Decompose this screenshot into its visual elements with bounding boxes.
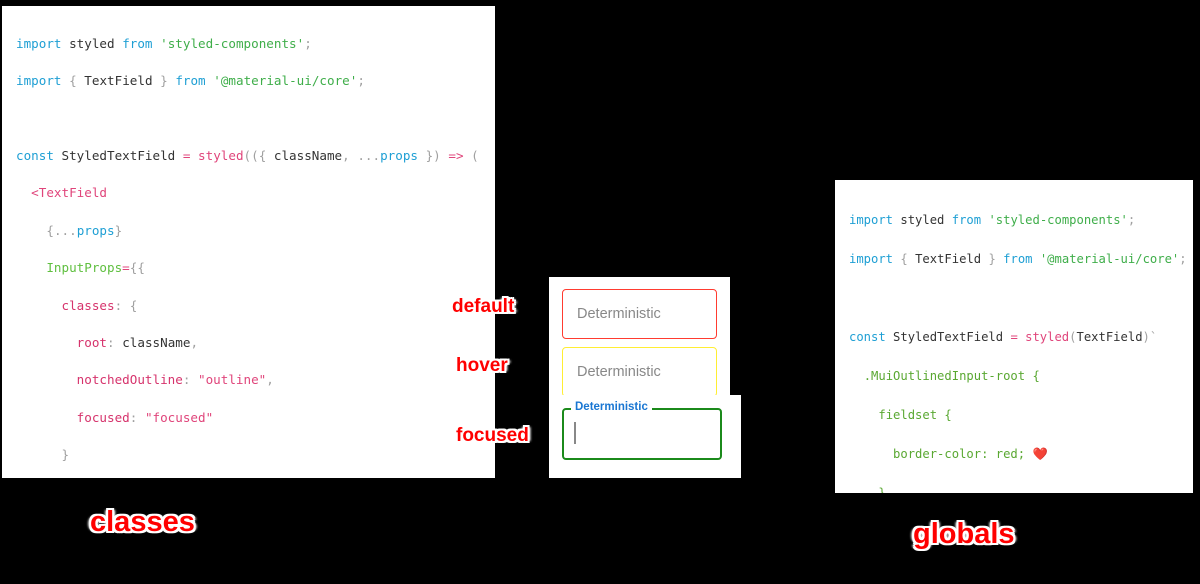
annotation-focused: focused [456,425,529,446]
code-line: focused: "focused" [76,409,214,425]
text-cursor-icon [574,422,576,444]
code-line: import styled from 'styled-components'; [16,35,312,51]
code-line [849,289,1185,309]
code-line: InputProps={{ [46,260,145,276]
code-line: fieldset { [878,407,952,422]
code-panel-classes: import styled from 'styled-components'; … [2,6,495,478]
code-line: import styled from 'styled-components'; [849,212,1136,227]
textfield-focused-outline [562,408,722,460]
code-panel-globals: import styled from 'styled-components'; … [835,180,1193,493]
code-line: {...props} [46,222,123,238]
code-line: } [878,485,886,494]
code-line: import { TextField } from '@material-ui/… [849,251,1187,266]
code-line: <TextField [31,185,107,201]
annotation-default: default [452,296,515,317]
code-line: border-color: red; ❤️ [893,446,1048,461]
caption-classes: classes [90,506,195,538]
code-line: const StyledTextField = styled(TextField… [849,329,1158,344]
caption-globals: globals [913,518,1015,550]
textfield-default-label: Deterministic [577,306,661,322]
textfield-hover-label: Deterministic [577,364,661,380]
textfield-focused[interactable]: Deterministic [562,400,722,460]
demo-panel-focused: Deterministic [549,395,741,478]
annotation-hover: hover [456,355,508,376]
demo-panel-default-hover: Deterministic Deterministic [549,277,730,397]
code-line: notchedOutline: "outline", [76,372,274,388]
textfield-focused-label: Deterministic [571,400,652,414]
code-line: classes: { [61,297,138,313]
textfield-default[interactable]: Deterministic [562,289,717,339]
code-line: root: className, [76,334,199,350]
code-line: const StyledTextField = styled(({ classN… [16,147,479,163]
code-block-globals: import styled from 'styled-components'; … [849,191,1187,494]
code-block-classes: import styled from 'styled-components'; … [16,16,487,478]
code-line [16,110,487,129]
code-line: .MuiOutlinedInput-root { [863,368,1040,383]
code-line: } [61,447,70,463]
code-line: import { TextField } from '@material-ui/… [16,73,365,89]
textfield-hover[interactable]: Deterministic [562,347,717,397]
